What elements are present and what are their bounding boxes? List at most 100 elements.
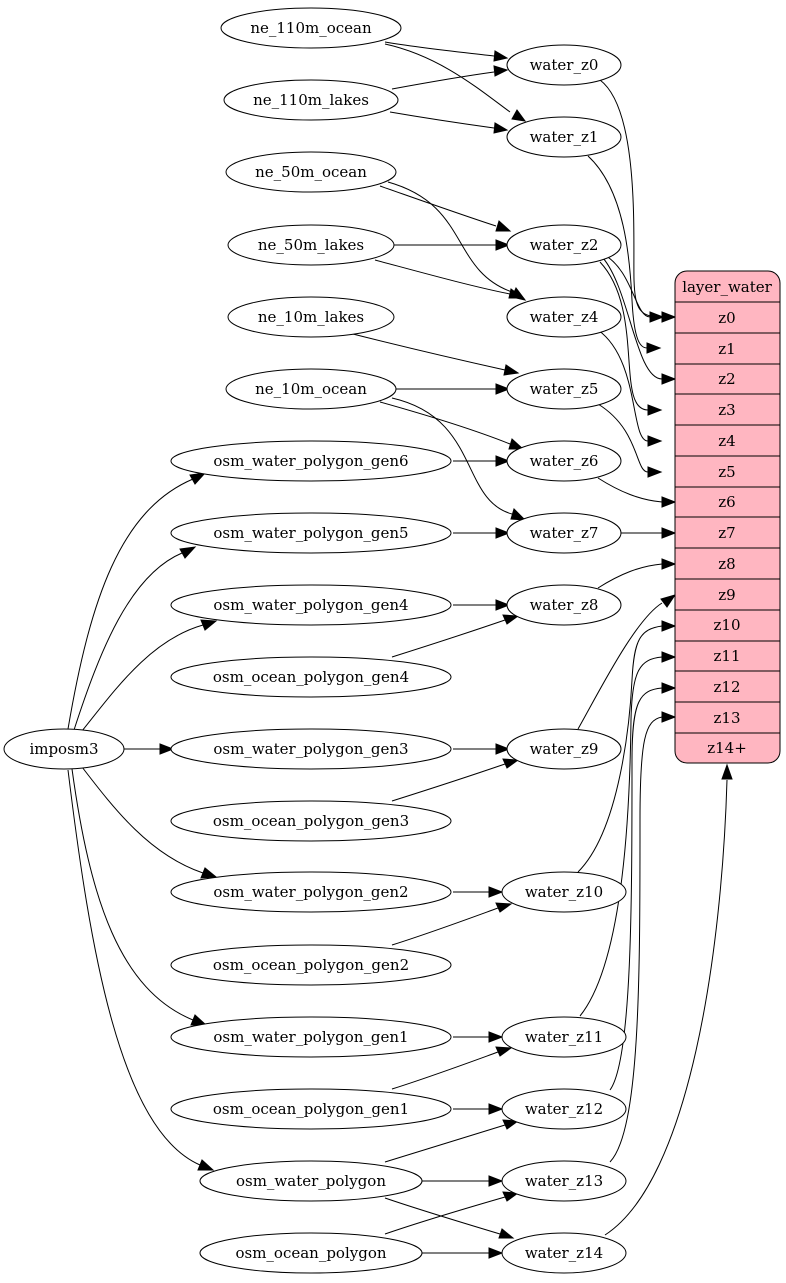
node-imposm3[interactable]: imposm3 — [3, 728, 125, 770]
node-water-z8[interactable]: water_z8 — [506, 584, 622, 626]
arrowhead — [190, 1014, 208, 1026]
arrowhead — [502, 1191, 520, 1202]
node-ne-50m-ocean-label: ne_50m_ocean — [255, 163, 367, 181]
layer-water-title: layer_water — [682, 278, 772, 296]
node-osm-water-polygon[interactable]: osm_water_polygon — [199, 1160, 423, 1202]
arrowhead — [511, 109, 527, 122]
node-water-z9[interactable]: water_z9 — [506, 728, 622, 770]
edge-water-z14-to-z14-plus — [604, 779, 728, 1236]
node-osm-water-polygon-gen3[interactable]: osm_water_polygon_gen3 — [170, 728, 452, 770]
node-ne-50m-lakes-label: ne_50m_lakes — [258, 236, 364, 254]
node-water-z11[interactable]: water_z11 — [501, 1016, 627, 1058]
node-ne-10m-lakes[interactable]: ne_10m_lakes — [227, 296, 395, 338]
arrowhead — [488, 1247, 504, 1259]
node-osm-ocean-polygon-gen2-label: osm_ocean_polygon_gen2 — [213, 956, 409, 974]
node-osm-water-polygon-shape — [199, 1160, 423, 1202]
edge-water-z11-to-z11 — [579, 656, 663, 1017]
node-water-z13[interactable]: water_z13 — [501, 1160, 627, 1202]
node-water-z14-shape — [501, 1232, 627, 1274]
layer-water-record[interactable]: layer_water z0 z1 z2 z3 z4 z5 z6 z7 z8 z… — [674, 270, 781, 764]
node-osm-ocean-polygon-gen3[interactable]: osm_ocean_polygon_gen3 — [170, 800, 452, 842]
node-water-z2[interactable]: water_z2 — [506, 224, 622, 266]
node-ne-10m-ocean-label: ne_10m_ocean — [255, 380, 367, 398]
node-osm-ocean-polygon-gen2[interactable]: osm_ocean_polygon_gen2 — [170, 944, 452, 986]
arrowhead — [495, 383, 511, 395]
node-water-z14[interactable]: water_z14 — [501, 1232, 627, 1274]
node-osm-ocean-polygon-gen1-label: osm_ocean_polygon_gen1 — [213, 1100, 409, 1118]
node-ne-50m-ocean[interactable]: ne_50m_ocean — [225, 151, 397, 193]
node-ne-10m-ocean[interactable]: ne_10m_ocean — [225, 368, 397, 410]
node-water-z4[interactable]: water_z4 — [506, 296, 622, 338]
layer-field-z12: z12 — [714, 678, 741, 696]
arrowhead — [495, 220, 512, 232]
layer-field-z0: z0 — [718, 309, 735, 327]
edges — [67, 41, 728, 1254]
edge-osm-ocean-gen3-to-water-z9 — [391, 763, 506, 802]
node-osm-water-polygon-gen5[interactable]: osm_water_polygon_gen5 — [170, 512, 452, 554]
node-water-z5-shape — [506, 368, 622, 410]
node-osm-water-polygon-gen4[interactable]: osm_water_polygon_gen4 — [170, 584, 452, 626]
arrowhead — [495, 1046, 513, 1057]
arrowhead — [508, 438, 525, 450]
arrowheads — [159, 50, 733, 1259]
edge-ne-10m-ocean-to-water-z6 — [379, 401, 511, 445]
node-water-z5[interactable]: water_z5 — [506, 368, 622, 410]
node-osm-water-polygon-gen2-shape — [170, 871, 452, 913]
edge-ne-10m-lakes-to-water-z5 — [344, 331, 506, 371]
arrowhead — [661, 620, 677, 632]
edge-water-z1-to-z1 — [587, 155, 648, 349]
node-water-z7[interactable]: water_z7 — [506, 512, 622, 554]
node-water-z1-shape — [506, 116, 622, 158]
arrowhead — [502, 1119, 520, 1130]
arrowhead — [510, 508, 527, 521]
edge-ne-10m-ocean-to-water-z7 — [391, 397, 513, 515]
arrowhead — [661, 527, 677, 539]
edge-osm-ocean-gen1-to-water-z11 — [391, 1051, 499, 1090]
node-water-z4-shape — [506, 296, 622, 338]
layer-field-z2: z2 — [718, 370, 735, 388]
edge-imposm3-to-osm-water-gen2 — [81, 766, 204, 874]
node-osm-water-polygon-gen2[interactable]: osm_water_polygon_gen2 — [170, 871, 452, 913]
node-water-z0-label: water_z0 — [530, 56, 599, 74]
node-water-z10-shape — [501, 871, 627, 913]
node-water-z6[interactable]: water_z6 — [506, 440, 622, 482]
node-osm-ocean-polygon-gen4-shape — [170, 656, 452, 698]
edge-imposm3-to-osm-water-polygon — [67, 769, 201, 1166]
node-osm-water-polygon-gen4-shape — [170, 584, 452, 626]
edge-ne-50m-lakes-to-water-z4 — [374, 259, 511, 295]
node-water-z12[interactable]: water_z12 — [501, 1088, 627, 1130]
node-osm-ocean-polygon-label: osm_ocean_polygon — [235, 1244, 386, 1262]
node-ne-50m-lakes[interactable]: ne_50m_lakes — [227, 224, 395, 266]
edge-imposm3-to-osm-water-gen5 — [73, 552, 183, 731]
node-water-z0-shape — [506, 44, 622, 86]
node-osm-water-polygon-gen1-label: osm_water_polygon_gen1 — [213, 1028, 408, 1046]
arrowhead — [661, 373, 677, 385]
node-water-z10[interactable]: water_z10 — [501, 871, 627, 913]
node-osm-water-polygon-gen1[interactable]: osm_water_polygon_gen1 — [170, 1016, 452, 1058]
edge-ne-110m-lakes-to-water-z0 — [391, 71, 495, 90]
node-osm-ocean-polygon[interactable]: osm_ocean_polygon — [199, 1232, 423, 1274]
node-osm-water-polygon-gen6[interactable]: osm_water_polygon_gen6 — [170, 440, 452, 482]
node-osm-ocean-polygon-gen1[interactable]: osm_ocean_polygon_gen1 — [170, 1088, 452, 1130]
edge-osm-ocean-gen2-to-water-z10 — [391, 907, 499, 946]
node-ne-110m-ocean[interactable]: ne_110m_ocean — [220, 7, 402, 49]
node-osm-water-polygon-gen3-label: osm_water_polygon_gen3 — [213, 740, 408, 758]
node-water-z0[interactable]: water_z0 — [506, 44, 622, 86]
node-ne-110m-lakes[interactable]: ne_110m_lakes — [223, 79, 399, 121]
arrowhead — [502, 758, 520, 769]
node-osm-water-polygon-gen5-label: osm_water_polygon_gen5 — [213, 524, 408, 542]
arrowhead — [647, 466, 663, 478]
edge-ne-110m-ocean-to-water-z0 — [384, 41, 495, 57]
arrowhead — [488, 1031, 504, 1043]
node-water-z10-label: water_z10 — [525, 883, 603, 901]
node-water-z1[interactable]: water_z1 — [506, 116, 622, 158]
layer-field-z8: z8 — [718, 555, 735, 573]
arrowhead — [721, 763, 733, 780]
edge-imposm3-to-osm-water-gen6 — [67, 478, 194, 730]
edge-water-z9-to-z9 — [577, 602, 663, 730]
node-osm-ocean-polygon-gen4[interactable]: osm_ocean_polygon_gen4 — [170, 656, 452, 698]
arrowhead — [189, 472, 207, 485]
arrowhead — [649, 311, 665, 323]
arrowhead — [495, 527, 511, 539]
node-water-z1-label: water_z1 — [530, 128, 599, 146]
